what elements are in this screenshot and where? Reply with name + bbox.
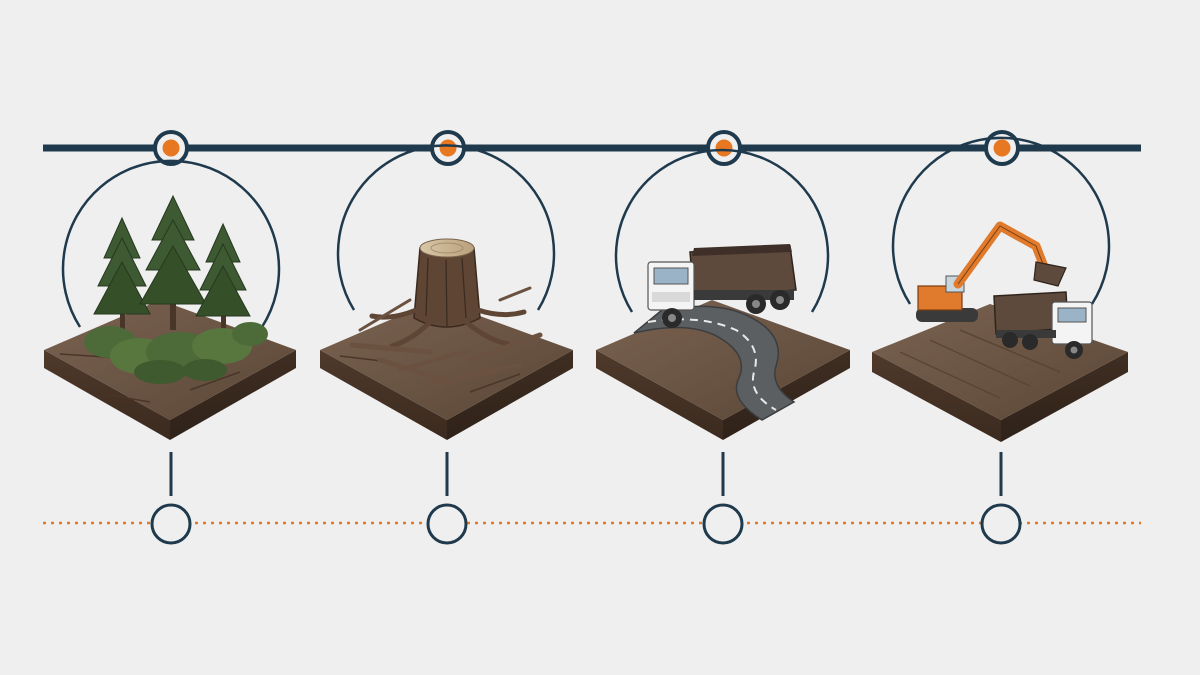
stage-4-excavation <box>872 136 1128 442</box>
stage-2-soil-block <box>320 300 573 440</box>
shrubs <box>84 322 268 384</box>
timeline-node-2 <box>430 130 466 166</box>
stage-2-arc <box>336 144 556 311</box>
timeline-node-4 <box>984 130 1020 166</box>
stage-2-stump <box>320 144 573 440</box>
timeline-node-3 <box>706 130 742 166</box>
stage-4-arc <box>891 136 1111 305</box>
dump-truck <box>647 244 797 328</box>
tree-stump <box>369 238 527 349</box>
bottom-connector-4 <box>980 452 1022 545</box>
stage-3-road <box>596 148 850 440</box>
bottom-connector-3 <box>702 452 744 545</box>
stage-3-arc <box>614 148 830 313</box>
bottom-connector-2 <box>426 452 468 545</box>
bottom-connector-1 <box>150 452 192 545</box>
stage-3-soil-block <box>596 300 850 440</box>
timeline <box>43 130 1141 166</box>
excavation-dump-truck <box>993 291 1093 359</box>
winding-road <box>633 305 796 421</box>
pine-trees <box>93 194 251 333</box>
bottom-track <box>43 452 1141 545</box>
stage-1-forest <box>44 159 296 440</box>
scattered-branches <box>349 286 543 386</box>
stage-1-arc <box>61 159 281 328</box>
timeline-node-1 <box>153 130 189 166</box>
excavator <box>916 221 1067 322</box>
